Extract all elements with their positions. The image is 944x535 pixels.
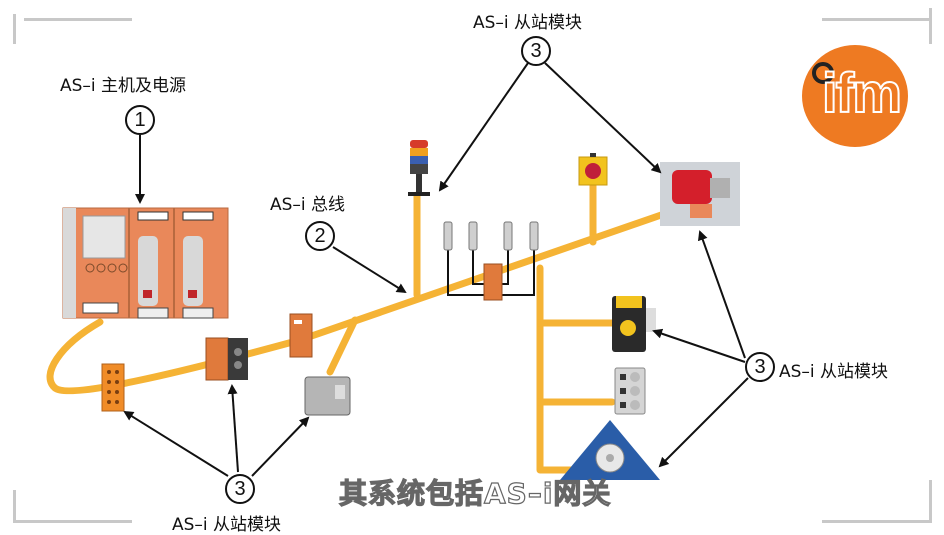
frame-corner-tl-v bbox=[13, 14, 16, 44]
label-bus: AS–i 总线 bbox=[270, 195, 346, 215]
label-slave-top: AS–i 从站模块 bbox=[473, 13, 583, 33]
io-module-small bbox=[289, 313, 313, 358]
splitter-module bbox=[483, 263, 503, 301]
sensor-cables bbox=[447, 250, 535, 296]
asi-master-device bbox=[62, 207, 229, 319]
frame-corner-br-h bbox=[822, 520, 932, 523]
pushbutton-control-box bbox=[614, 367, 646, 415]
io-module-dual bbox=[205, 337, 248, 381]
label-master: AS–i 主机及电源 bbox=[60, 76, 187, 96]
frame-corner-tr-h bbox=[822, 18, 930, 21]
ifm-logo-text: ifm bbox=[821, 61, 903, 124]
frame-corner-tr-v bbox=[929, 8, 932, 44]
io-module-8port bbox=[101, 363, 125, 412]
callout-2: 2 bbox=[305, 221, 335, 251]
frame-corner-br-v bbox=[929, 480, 932, 523]
frame-corner-tl-h bbox=[24, 18, 132, 21]
valve-actuator bbox=[612, 296, 656, 352]
label-slave-bottom: AS–i 从站模块 bbox=[172, 515, 282, 535]
callout-arrows bbox=[123, 62, 749, 477]
label-slave-right: AS–i 从站模块 bbox=[779, 362, 889, 382]
video-subtitle: 其系统包括AS–i网关 bbox=[338, 476, 612, 510]
ifm-logo-ring-icon bbox=[812, 62, 834, 84]
frame-corner-bl-h bbox=[14, 520, 132, 523]
emergency-stop-switch bbox=[578, 153, 608, 186]
proximity-sensors bbox=[443, 221, 539, 251]
ifm-logo: ifm bbox=[802, 45, 908, 147]
callout-1: 1 bbox=[125, 105, 155, 135]
drive-unit bbox=[560, 420, 660, 480]
signal-tower-lamp bbox=[408, 140, 430, 196]
callout-3-bottom: 3 bbox=[225, 474, 255, 504]
io-module-box bbox=[304, 376, 351, 416]
callout-3-right: 3 bbox=[745, 352, 775, 382]
callout-3-top: 3 bbox=[521, 36, 551, 66]
frame-corner-bl-v bbox=[13, 490, 16, 523]
motor-with-asi-module bbox=[660, 162, 740, 226]
